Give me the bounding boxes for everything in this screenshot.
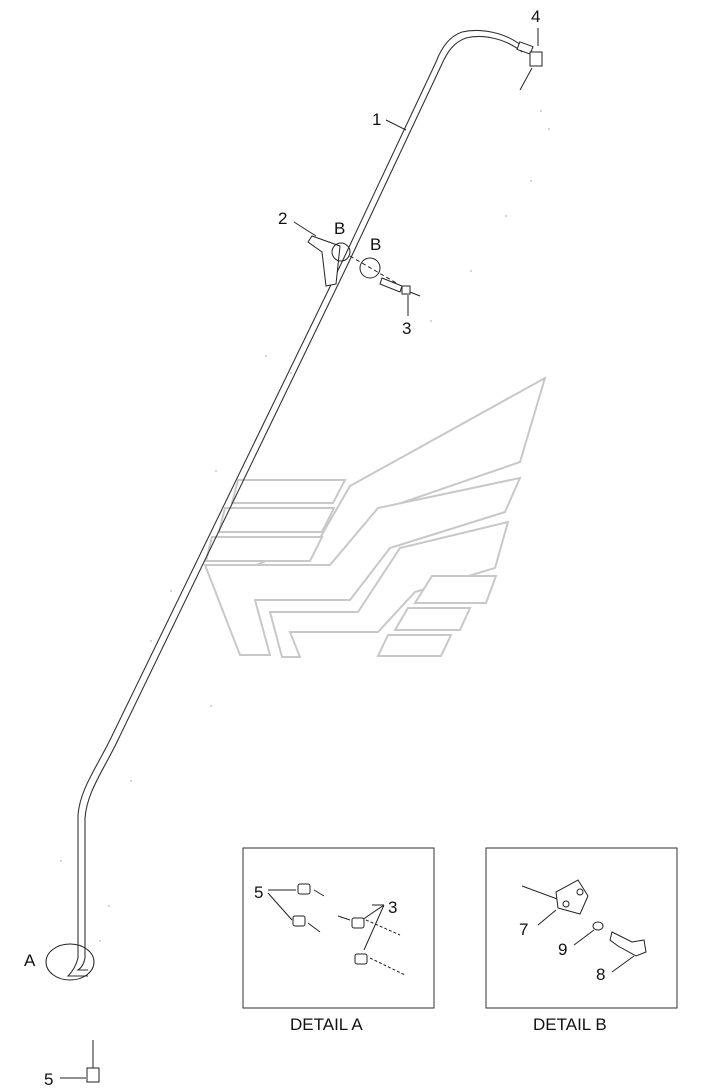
detail-b-panel	[485, 847, 678, 1009]
callout-1: 1	[372, 110, 381, 129]
bolt	[379, 277, 421, 316]
main-pipe	[66, 29, 523, 977]
clamp-bracket	[307, 235, 341, 287]
background-speckle	[60, 110, 550, 942]
callout-5: 5	[44, 1070, 53, 1089]
detail-b-markers	[331, 242, 399, 285]
detail-b-callout-8: 8	[596, 965, 605, 984]
callout-b-2: B	[370, 235, 381, 254]
detail-b-callout-7: 7	[519, 920, 528, 939]
leader-lines	[293, 28, 539, 237]
detail-a-callout-5: 5	[254, 883, 263, 902]
bottom-plug	[60, 1040, 100, 1083]
callout-a: A	[24, 951, 36, 970]
callout-4: 4	[531, 7, 540, 26]
detail-a-callout-3: 3	[388, 898, 397, 917]
detail-a-marker	[45, 943, 95, 981]
callout-3: 3	[402, 319, 411, 338]
detail-b-caption: DETAIL B	[533, 1015, 607, 1034]
elbow-fitting	[516, 41, 543, 91]
detail-a-caption: DETAIL A	[290, 1015, 363, 1034]
callout-b-1: B	[334, 219, 345, 238]
detail-b-callout-9: 9	[558, 940, 567, 959]
watermark-logo	[203, 375, 547, 658]
callout-2: 2	[278, 209, 287, 228]
detail-a-panel	[242, 847, 435, 1009]
